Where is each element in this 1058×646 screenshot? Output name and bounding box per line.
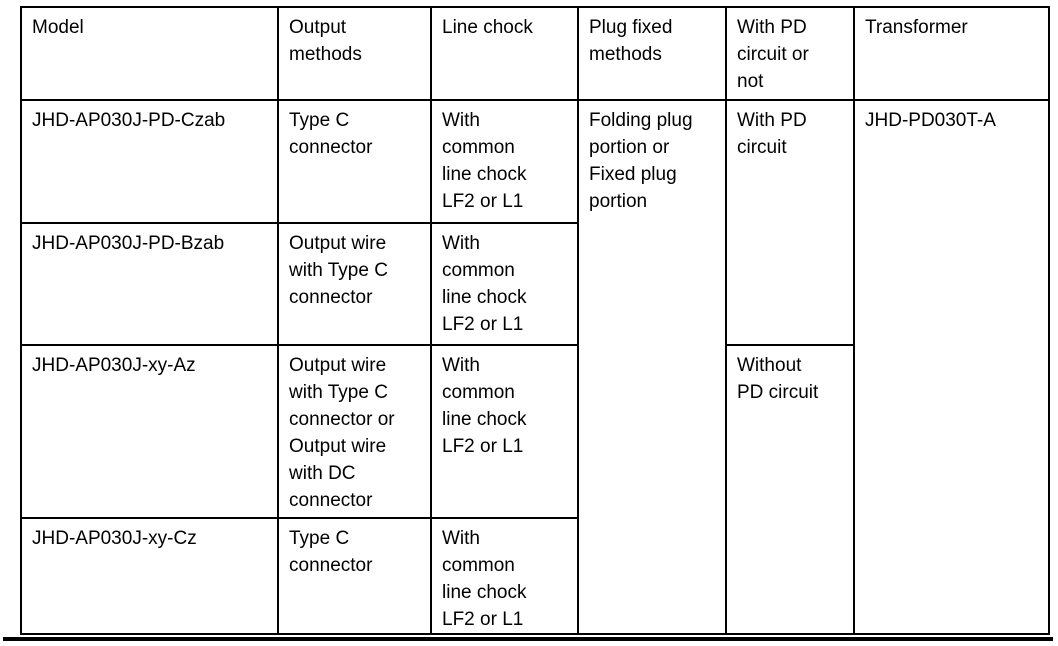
cell-model-3: JHD-AP030J-xy-Az <box>20 344 279 519</box>
cell-without-pd-circuit: Without PD circuit <box>725 344 855 635</box>
adapter-spec-table: Model Output methods Line chock Plug fix… <box>20 6 1050 635</box>
cell-line-chock-2: With common line chock LF2 or L1 <box>430 222 579 346</box>
page-bottom-rule <box>3 637 1053 641</box>
header-line-chock: Line chock <box>430 6 579 101</box>
header-transformer: Transformer <box>853 6 1050 101</box>
header-output-methods: Output methods <box>277 6 432 101</box>
cell-line-chock-4: With common line chock LF2 or L1 <box>430 517 579 635</box>
cell-output-methods-2: Output wire with Type C connector <box>277 222 432 346</box>
header-row: Model Output methods Line chock Plug fix… <box>20 6 1050 101</box>
cell-output-methods-1: Type C connector <box>277 99 432 224</box>
header-model: Model <box>20 6 279 101</box>
cell-with-pd-circuit: With PD circuit <box>725 99 855 346</box>
header-plug-fixed-methods: Plug fixed methods <box>577 6 727 101</box>
cell-model-2: JHD-AP030J-PD-Bzab <box>20 222 279 346</box>
cell-output-methods-4: Type C connector <box>277 517 432 635</box>
table-row: JHD-AP030J-xy-Az Output wire with Type C… <box>20 344 1049 635</box>
table-row: JHD-AP030J-PD-Bzab Output wire with Type… <box>20 222 1049 346</box>
table-row: JHD-AP030J-xy-Cz Type C connector With c… <box>20 517 1049 635</box>
header-pd-circuit: With PD circuit or not <box>725 6 855 101</box>
cell-model-4: JHD-AP030J-xy-Cz <box>20 517 279 635</box>
cell-plug-fixed-methods: Folding plug portion or Fixed plug porti… <box>577 99 727 635</box>
cell-model-1: JHD-AP030J-PD-Czab <box>20 99 279 224</box>
cell-transformer: JHD-PD030T-A <box>853 99 1050 635</box>
table-row: JHD-AP030J-PD-Czab Type C connector With… <box>20 99 1050 635</box>
cell-output-methods-3: Output wire with Type C connector or Out… <box>277 344 432 519</box>
cell-line-chock-1: With common line chock LF2 or L1 <box>430 99 579 224</box>
cell-line-chock-3: With common line chock LF2 or L1 <box>430 344 579 519</box>
